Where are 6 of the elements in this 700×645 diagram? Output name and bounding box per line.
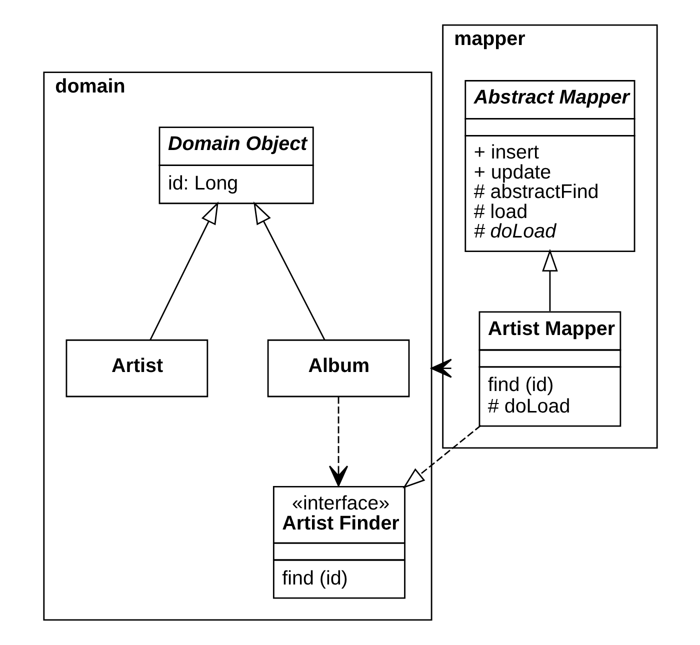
arrow — [253, 202, 325, 340]
arrow — [149, 202, 218, 340]
arrow — [328, 396, 348, 487]
arrow — [430, 358, 452, 378]
arrow — [542, 248, 558, 312]
arrow — [402, 425, 481, 489]
